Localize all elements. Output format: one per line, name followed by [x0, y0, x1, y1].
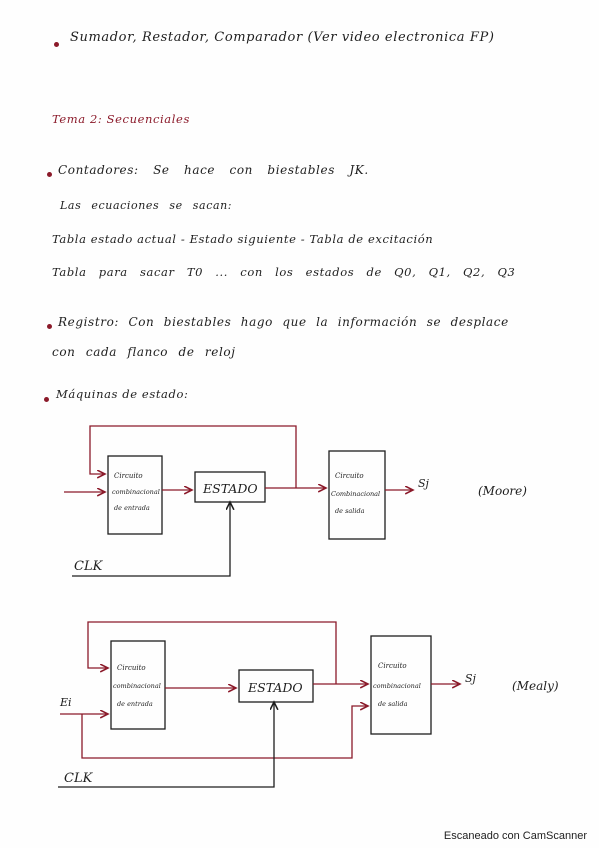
moore-output-label: Sj [418, 477, 430, 490]
moore-output-box-line-3: de salida [335, 507, 365, 515]
note-tabla-2: Tabla para sacar T0 ... con los estados … [52, 265, 516, 279]
note-line-sumador: Sumador, Restador, Comparador (Ver video… [70, 30, 495, 45]
mealy-clk-label: CLK [64, 771, 94, 786]
mealy-type-label: (Mealy) [512, 679, 559, 693]
moore-output-box-line-1: Circuito [335, 472, 364, 480]
note-ecuaciones: Las ecuaciones se sacan: [60, 199, 233, 212]
mealy-feedback-line [87, 621, 337, 684]
moore-type-label: (Moore) [478, 484, 527, 498]
mealy-input-box-line-1: Circuito [117, 664, 146, 672]
moore-input-box-line-3: de entrada [114, 504, 150, 512]
note-tabla-1: Tabla estado actual - Estado siguiente -… [52, 232, 434, 246]
note-contadores: Contadores: Se hace con biestables JK. [58, 163, 369, 177]
mealy-output-box [370, 635, 432, 735]
mealy-output-box-line-3: de salida [378, 700, 408, 708]
mealy-output-label: Sj [465, 672, 477, 685]
moore-diagram: Circuito combinacional de entrada ESTADO… [64, 425, 527, 577]
mealy-input-box-line-3: de entrada [117, 700, 153, 708]
scanner-watermark: Escaneado con CamScanner [443, 830, 587, 842]
moore-input-box [107, 455, 163, 535]
bullet-4 [44, 397, 49, 402]
mealy-input-label: Ei [59, 696, 72, 709]
mealy-input-branch-line [81, 706, 368, 759]
moore-output-box [328, 450, 386, 540]
moore-input-box-line-1: Circuito [114, 472, 143, 480]
moore-clk-line [72, 502, 230, 577]
note-maquinas: Máquinas de estado: [56, 387, 189, 401]
moore-output-box-line-2: Combinacional [331, 490, 380, 498]
mealy-input-box-line-2: combinacional [113, 682, 161, 690]
moore-estado-label: ESTADO [202, 481, 258, 496]
note-registro: Registro: Con biestables hago que la inf… [58, 315, 509, 329]
note-registro-2: con cada flanco de reloj [52, 345, 236, 359]
moore-input-box-line-2: combinacional [112, 488, 160, 496]
mealy-output-box-line-1: Circuito [378, 662, 407, 670]
bullet-3 [47, 324, 52, 329]
moore-feedback-line [89, 425, 297, 488]
moore-clk-label: CLK [74, 559, 104, 574]
mealy-output-box-line-2: combinacional [373, 682, 421, 690]
mealy-input-box [110, 640, 166, 730]
mealy-estado-label: ESTADO [247, 680, 303, 695]
bullet-2 [47, 172, 52, 177]
mealy-diagram: Ei Circuito combinacional de entrada EST… [58, 621, 559, 788]
topic-heading: Tema 2: Secuenciales [52, 112, 190, 126]
mealy-clk-line [58, 702, 274, 788]
bullet-1 [54, 42, 59, 47]
